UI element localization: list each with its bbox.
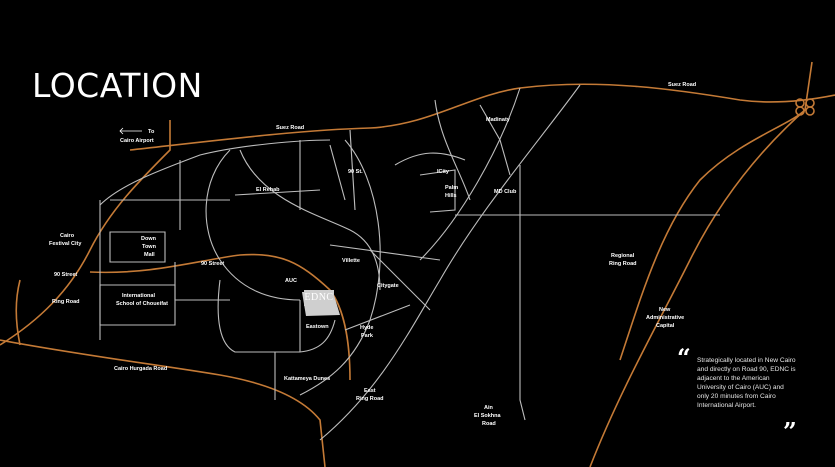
road-icity [394,152,466,166]
label-madinaty: Madinaty [486,117,511,123]
location-description: Strategically located in New Cairo and d… [697,357,796,409]
road-down-town [109,231,166,263]
ednc-label: EDNC [304,292,334,303]
airport-arrow-icon [119,127,142,135]
label-el-rehab: El Rehab [256,187,280,193]
road-madinaty-1 [349,129,356,211]
label-citygate: Citygate [377,283,399,289]
road-rehab-ring [234,189,321,196]
local-roads [99,84,720,441]
label-suez-road-top: Suez Road [668,82,696,88]
label-eastown: Eastown [306,324,329,330]
road-auc-box [217,279,336,353]
page-title: LOCATION [32,66,203,105]
label-new: New [659,307,671,313]
label-festival-city: Festival City [49,241,82,247]
label-park: Park [361,333,374,339]
regional-ring-road-line [589,109,806,467]
label-town: Town [142,244,157,250]
label-east: East [364,388,376,394]
label-villette: Villette [342,258,360,264]
label-auc: AUC [285,278,297,284]
label-school-of-choueifat: School of Choueifat [116,301,168,307]
road-madinaty-2 [434,99,471,201]
suez-road-top-line [129,83,835,151]
road-loop-2 [239,149,381,291]
road-diag-main [319,84,581,441]
road-mdclub-v [519,165,526,421]
label-hills: Hills [445,193,457,199]
label-suez-road-left: Suez Road [276,125,304,131]
label-ring-road: Ring Road [52,299,80,305]
label-international: International [122,293,155,299]
road-palm-hills [419,169,456,213]
road-madinaty-3 [479,104,511,176]
label-to: To [148,129,155,135]
suez-road-junction-line [619,61,813,361]
label-administrative: Administrative [646,315,684,321]
label-90-street-mid: 90 Street [201,261,224,267]
label-md-club: MD Club [494,189,517,195]
label-road: Road [482,421,496,427]
road-villette [329,244,441,261]
road-top-3 [329,144,346,201]
label-palm: Palm [445,185,458,191]
highways [0,61,835,467]
road-arc-90st [299,139,381,396]
ninety-street-left-line [89,253,351,381]
label-kattameya-dunes: Kattameya Dunes [284,376,330,382]
label-regional: Regional [611,253,635,259]
label-capital: Capital [656,323,675,329]
label-mall: Mall [144,252,155,258]
road-outline-left [99,139,331,206]
label-90-street-left: 90 Street [54,272,77,278]
label-cairo-airport: Cairo Airport [120,138,154,144]
label-90-st-upper: 90 St. [348,169,363,175]
label-cairo: Cairo [60,233,75,239]
cairo-hurgada-road-line [0,339,326,467]
label-ring-road-2: Ring Road [609,261,637,267]
label-hyde: Hyde [360,325,373,331]
lower-left-curve-line [15,279,21,346]
road-citygate [369,249,431,311]
label-icity: ICity [437,169,450,175]
quote-open-icon: “ [677,343,691,372]
label-east-ring-road: Ring Road [356,396,384,402]
label-ain: Ain [484,405,494,411]
ednc-marker: EDNC [304,290,334,306]
road-hyde [344,304,411,331]
quote-close-icon: ” [783,417,797,446]
label-cairo-hurgada-road: Cairo Hurgada Road [114,366,167,372]
road-h2 [174,262,230,301]
label-down: Down [141,236,157,242]
ring-road-line [0,120,171,346]
road-diag-2 [419,87,521,261]
label-el-sokhna: El Sokhna [474,413,502,419]
road-loop-1 [205,149,301,301]
